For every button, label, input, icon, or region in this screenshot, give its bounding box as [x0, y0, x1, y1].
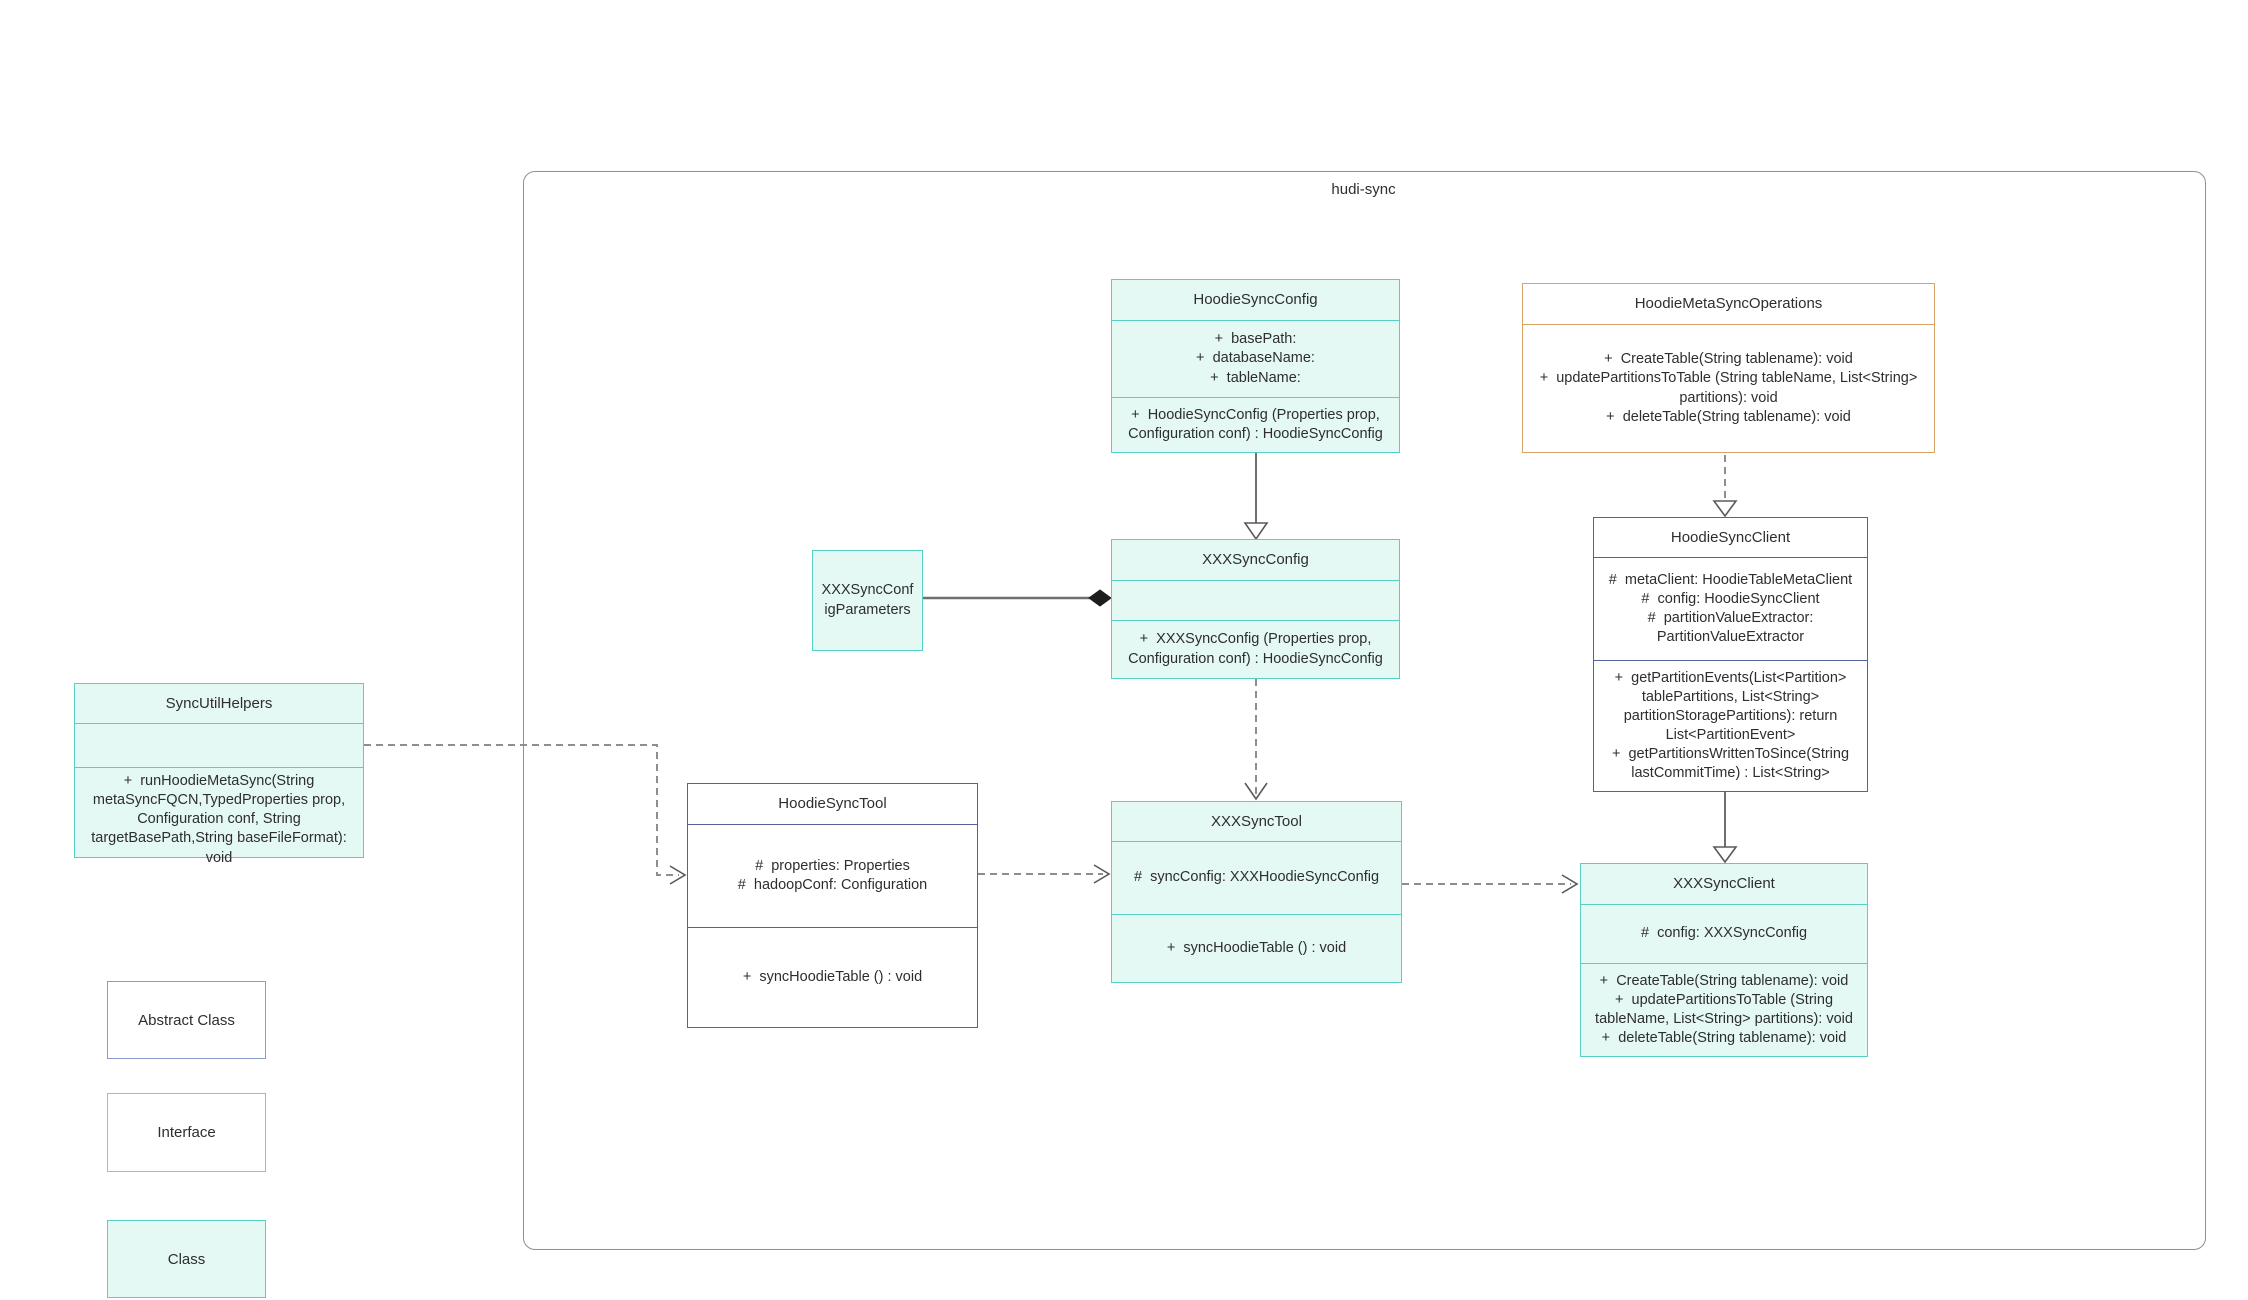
- legend-interface: Interface: [107, 1093, 266, 1172]
- attribute-entry: + databaseName:: [1196, 350, 1315, 367]
- attribute-entry: + tableName:: [1210, 369, 1301, 386]
- class-title: XXXSyncConfigParameters: [821, 582, 914, 618]
- methods-section: + runHoodieMetaSync(String metaSyncFQCN,…: [75, 768, 363, 872]
- attribute-entry: # config: HoodieSyncClient: [1641, 590, 1820, 607]
- method-entry: + updatePartitionsToTable (String tableN…: [1595, 991, 1853, 1027]
- methods-section: + HoodieSyncConfig (Properties prop, Con…: [1112, 398, 1399, 452]
- attributes-section: # config: XXXSyncConfig: [1581, 905, 1867, 964]
- attributes-section: # metaClient: HoodieTableMetaClient # co…: [1594, 558, 1867, 661]
- attributes-section: [75, 724, 363, 768]
- methods-section: + syncHoodieTable () : void: [688, 928, 977, 1027]
- attributes-section: # syncConfig: XXXHoodieSyncConfig: [1112, 842, 1401, 915]
- methods-section: + CreateTable(String tablename): void + …: [1523, 325, 1934, 452]
- attributes-section: + basePath: + databaseName: + tableName:: [1112, 321, 1399, 398]
- package-frame-hudi-sync: [523, 171, 2206, 1250]
- legend-abstract-class: Abstract Class: [107, 981, 266, 1059]
- methods-section: + XXXSyncConfig (Properties prop, Config…: [1112, 621, 1399, 678]
- methods-section: + getPartitionEvents(List<Partition> tab…: [1594, 661, 1867, 791]
- method-entry: + syncHoodieTable () : void: [1166, 939, 1347, 956]
- class-box-xxxsyncclient: XXXSyncClient # config: XXXSyncConfig + …: [1580, 863, 1868, 1057]
- attribute-entry: # metaClient: HoodieTableMetaClient: [1608, 571, 1853, 588]
- methods-section: + CreateTable(String tablename): void + …: [1581, 964, 1867, 1056]
- interface-box-hoodiemetasyncoperations: HoodieMetaSyncOperations + CreateTable(S…: [1522, 283, 1935, 453]
- class-title: HoodieSyncTool: [688, 784, 977, 825]
- method-entry: + syncHoodieTable () : void: [742, 968, 923, 985]
- abstract-class-box-hoodiesynctool: HoodieSyncTool # properties: Properties …: [687, 783, 978, 1028]
- attributes-section: [1112, 581, 1399, 621]
- method-entry: + HoodieSyncConfig (Properties prop, Con…: [1128, 406, 1384, 442]
- class-title: SyncUtilHelpers: [75, 684, 363, 724]
- method-entry: + deleteTable(String tablename): void: [1606, 408, 1851, 425]
- class-box-xxxsynctool: XXXSyncTool # syncConfig: XXXHoodieSyncC…: [1111, 801, 1402, 983]
- legend-interface-label: Interface: [157, 1124, 216, 1141]
- attribute-entry: # syncConfig: XXXHoodieSyncConfig: [1133, 869, 1380, 886]
- method-entry: + getPartitionEvents(List<Partition> tab…: [1614, 669, 1851, 743]
- legend-class-label: Class: [167, 1250, 206, 1268]
- method-entry: + deleteTable(String tablename): void: [1601, 1030, 1847, 1047]
- class-title: XXXSyncClient: [1581, 864, 1867, 905]
- method-entry: + CreateTable(String tablename): void: [1599, 972, 1849, 989]
- package-label: hudi-sync: [1331, 181, 1396, 198]
- method-entry: + runHoodieMetaSync(String metaSyncFQCN,…: [91, 773, 351, 866]
- class-box-xxxsyncconfig: XXXSyncConfig + XXXSyncConfig (Propertie…: [1111, 539, 1400, 679]
- attribute-entry: # config: XXXSyncConfig: [1640, 925, 1808, 942]
- class-box-hoodiesyncconfig: HoodieSyncConfig + basePath: + databaseN…: [1111, 279, 1400, 453]
- class-box-xxxsyncconfigparameters: XXXSyncConfigParameters: [812, 550, 923, 651]
- attribute-entry: # partitionValueExtractor: PartitionValu…: [1647, 610, 1818, 646]
- class-title: HoodieSyncClient: [1594, 518, 1867, 558]
- interface-title: HoodieMetaSyncOperations: [1523, 284, 1934, 325]
- legend-abstract-label: Abstract Class: [138, 1011, 235, 1029]
- method-entry: + getPartitionsWrittenToSince(String las…: [1611, 746, 1854, 782]
- class-title: XXXSyncConfig: [1112, 540, 1399, 581]
- method-entry: + updatePartitionsToTable (String tableN…: [1539, 370, 1922, 406]
- methods-section: + syncHoodieTable () : void: [1112, 915, 1401, 982]
- method-entry: + XXXSyncConfig (Properties prop, Config…: [1128, 631, 1383, 667]
- legend-class: Class: [107, 1220, 266, 1298]
- attribute-entry: # hadoopConf: Configuration: [737, 877, 928, 893]
- class-box-syncutilhelpers: SyncUtilHelpers + runHoodieMetaSync(Stri…: [74, 683, 364, 866]
- abstract-class-box-hoodiesyncclient: HoodieSyncClient # metaClient: HoodieTab…: [1593, 517, 1868, 792]
- class-title: HoodieSyncConfig: [1112, 280, 1399, 321]
- attribute-entry: + basePath:: [1214, 331, 1297, 348]
- method-entry: + CreateTable(String tablename): void: [1604, 351, 1853, 368]
- attributes-section: # properties: Properties # hadoopConf: C…: [688, 825, 977, 928]
- class-title: XXXSyncTool: [1112, 802, 1401, 842]
- attribute-entry: # properties: Properties: [755, 857, 910, 874]
